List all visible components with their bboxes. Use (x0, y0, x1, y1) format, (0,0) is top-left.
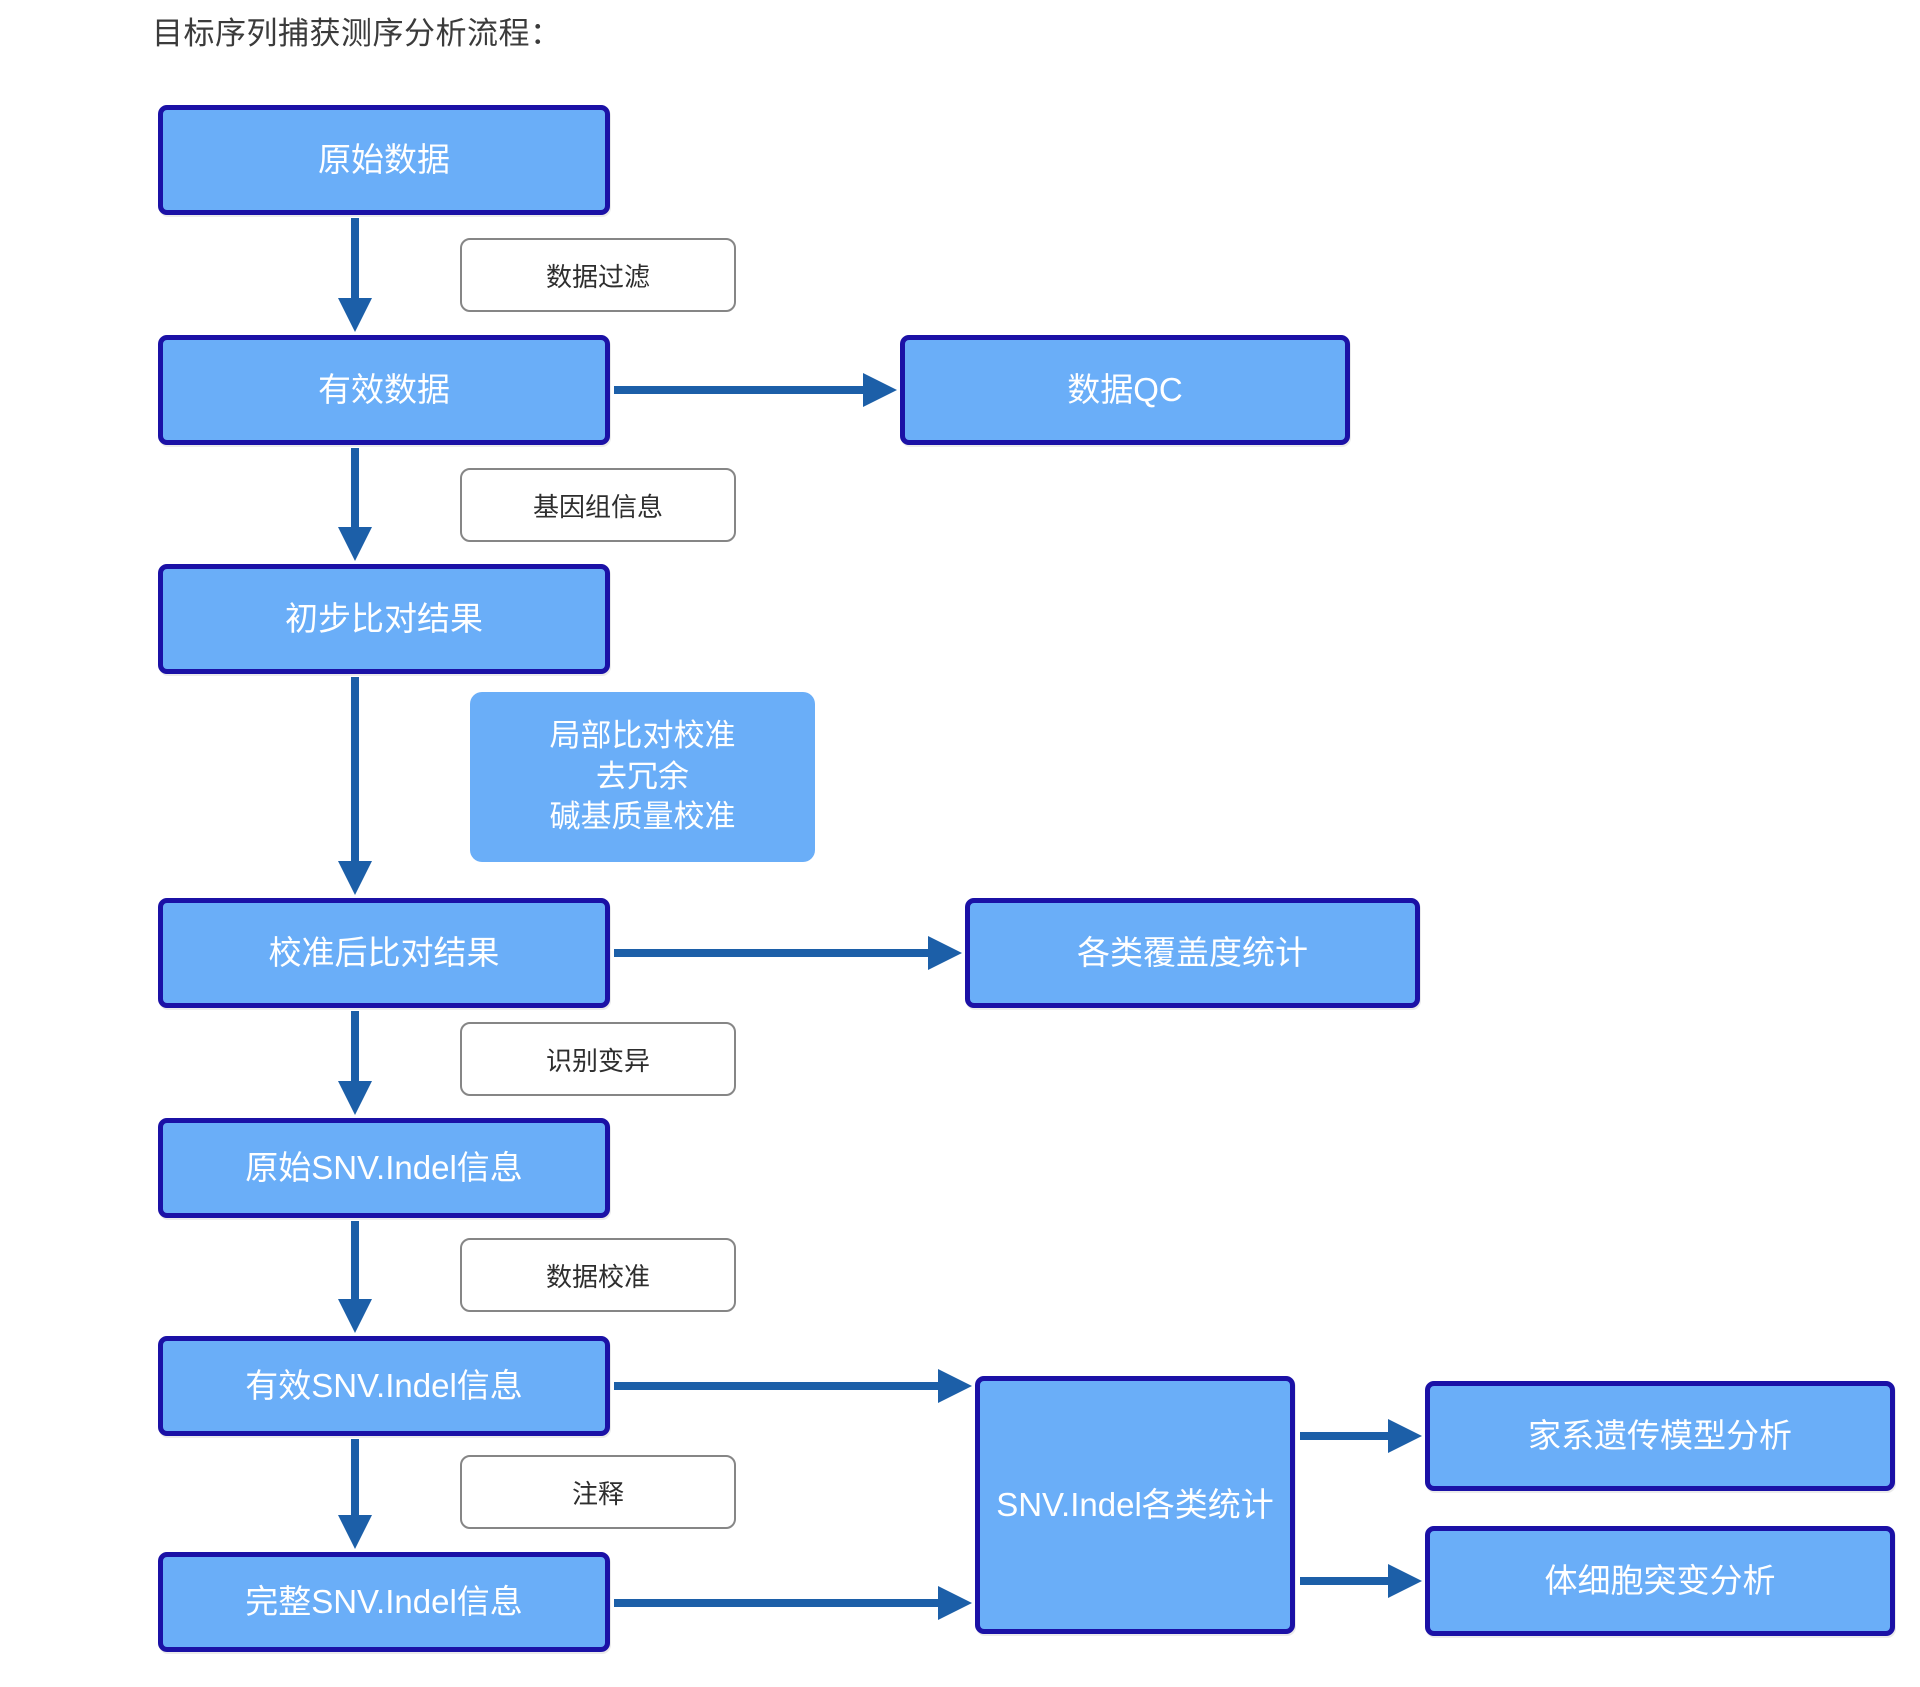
node-valid-snv-indel[interactable]: 有效SNV.Indel信息 (158, 1336, 610, 1436)
node-label: 初步比对结果 (285, 599, 483, 637)
arrow-initial-to-calibrated (338, 677, 372, 895)
edge-label-data-calibration: 数据校准 (460, 1238, 736, 1312)
page-title: 目标序列捕获测序分析流程： (152, 16, 562, 51)
edge-label-text: 数据过滤 (545, 261, 650, 292)
node-label: 局部比对校准去冗余碱基质量校准 (549, 717, 736, 835)
node-label: 数据QC (1067, 370, 1183, 408)
node-label: 体细胞突变分析 (1544, 1561, 1776, 1599)
node-initial-alignment[interactable]: 初步比对结果 (158, 564, 610, 674)
node-data-qc[interactable]: 数据QC (900, 335, 1350, 445)
node-label: 校准后比对结果 (268, 933, 500, 971)
arrow-calibrated-to-raw-snv (338, 1011, 372, 1115)
node-complete-snv-indel[interactable]: 完整SNV.Indel信息 (158, 1552, 610, 1652)
node-valid-data[interactable]: 有效数据 (158, 335, 610, 445)
node-snv-indel-stats[interactable]: SNV.Indel各类统计 (975, 1376, 1295, 1634)
arrow-raw-to-valid (338, 218, 372, 332)
node-label: 有效数据 (318, 370, 450, 408)
arrow-valid-snv-to-stats (614, 1369, 972, 1403)
arrow-valid-to-qc (614, 373, 897, 407)
node-label: 原始数据 (318, 140, 450, 178)
node-label: 有效SNV.Indel信息 (245, 1366, 523, 1404)
node-recalibration-steps[interactable]: 局部比对校准去冗余碱基质量校准 (470, 692, 815, 862)
arrow-valid-to-initial (338, 448, 372, 561)
arrow-calibrated-to-coverage (614, 936, 962, 970)
node-label: 家系遗传模型分析 (1528, 1416, 1792, 1454)
edge-label-text: 数据校准 (545, 1261, 650, 1292)
node-calibrated-alignment[interactable]: 校准后比对结果 (158, 898, 610, 1008)
edge-label-annotation: 注释 (460, 1455, 736, 1529)
node-label: 完整SNV.Indel信息 (245, 1582, 523, 1620)
edge-label-data-filter: 数据过滤 (460, 238, 736, 312)
node-label: SNV.Indel各类统计 (996, 1485, 1274, 1523)
arrow-stats-to-pedigree (1300, 1419, 1422, 1453)
arrow-complete-snv-to-stats (614, 1586, 972, 1620)
node-coverage-stats[interactable]: 各类覆盖度统计 (965, 898, 1420, 1008)
edge-label-genome-info: 基因组信息 (460, 468, 736, 542)
arrow-valid-snv-to-complete-snv (338, 1439, 372, 1549)
node-raw-snv-indel[interactable]: 原始SNV.Indel信息 (158, 1118, 610, 1218)
node-pedigree-analysis[interactable]: 家系遗传模型分析 (1425, 1381, 1895, 1491)
node-somatic-analysis[interactable]: 体细胞突变分析 (1425, 1526, 1895, 1636)
edge-label-variant-calling: 识别变异 (460, 1022, 736, 1096)
edge-label-text: 基因组信息 (532, 491, 663, 522)
edge-label-text: 识别变异 (545, 1045, 650, 1076)
edge-label-text: 注释 (571, 1478, 624, 1509)
node-label: 原始SNV.Indel信息 (245, 1148, 523, 1186)
arrow-stats-to-somatic (1300, 1564, 1422, 1598)
node-raw-data[interactable]: 原始数据 (158, 105, 610, 215)
node-label: 各类覆盖度统计 (1077, 933, 1308, 971)
arrow-raw-snv-to-valid-snv (338, 1221, 372, 1333)
